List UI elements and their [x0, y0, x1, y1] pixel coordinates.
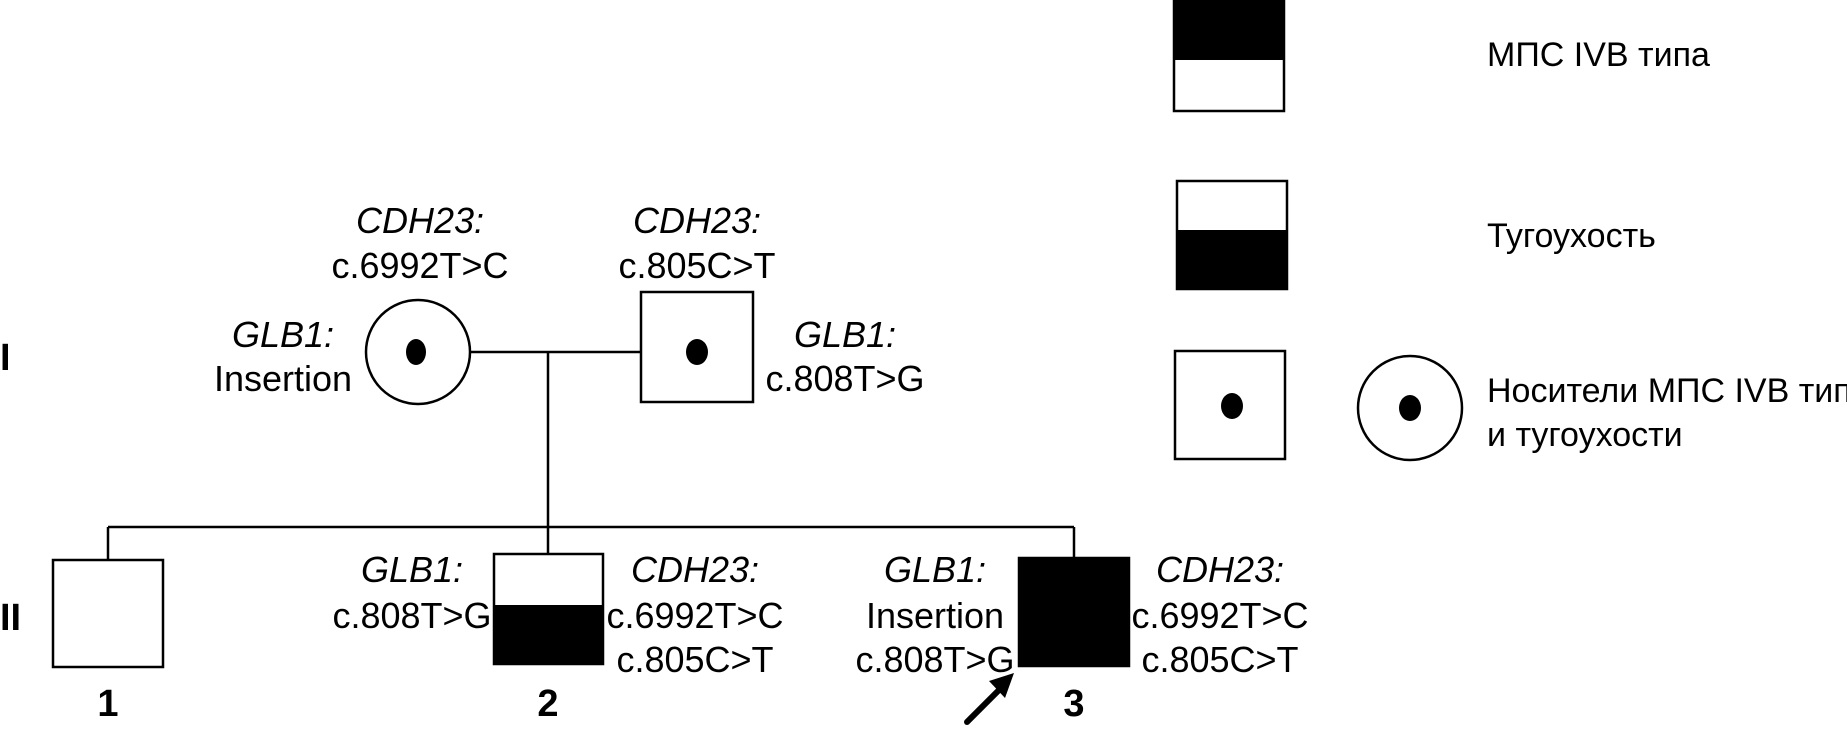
carrier-dot	[1221, 393, 1243, 419]
male-symbol	[51, 558, 165, 669]
carrier-dot	[686, 339, 708, 365]
father-gene1-label: CDH23:	[633, 200, 761, 241]
legend-hearing-loss-label: Тугоухость	[1487, 217, 1656, 255]
male-symbol	[639, 290, 755, 404]
individual-mother: CDH23: c.6992T>C GLB1: Insertion	[214, 200, 509, 406]
proband-arrow-icon	[964, 673, 1014, 725]
child3-glb1-variant-2: c.808T>G	[855, 639, 1014, 680]
mother-gene2-variant: Insertion	[214, 358, 352, 399]
father-gene2-label: GLB1:	[794, 314, 896, 355]
legend-mps-fill	[1174, 1, 1284, 60]
child3-cdh23-variant-1: c.6992T>C	[1131, 595, 1308, 636]
child1-number: 1	[97, 683, 118, 725]
legend-item-mps: МПС IVB типа	[1172, 0, 1710, 113]
child2-cdh23-variant-1: c.6992T>C	[606, 595, 783, 636]
pedigree-lines	[106, 350, 1076, 559]
child3-cdh23-variant-2: c.805C>T	[1141, 639, 1298, 680]
male-symbol-affected	[1017, 556, 1131, 668]
father-gene1-variant: c.805C>T	[618, 245, 775, 286]
child3-glb1-label: GLB1:	[884, 549, 986, 590]
generation-label-II: II	[0, 597, 21, 639]
child2-number: 2	[537, 683, 558, 725]
legend-item-carriers: Носители МПС IVB типа и тугоухости	[1173, 349, 1847, 462]
child2-cdh23-variant-2: c.805C>T	[616, 639, 773, 680]
individual-child-3: GLB1: Insertion c.808T>G CDH23: c.6992T>…	[855, 549, 1309, 725]
mother-gene1-label: CDH23:	[356, 200, 484, 241]
individual-father: CDH23: c.805C>T GLB1: c.808T>G	[618, 200, 925, 404]
child2-glb1-label: GLB1:	[361, 549, 463, 590]
carrier-dot	[406, 339, 426, 365]
legend-carriers-label-line2: и тугоухости	[1487, 416, 1683, 454]
legend-mps-label: МПС IVB типа	[1487, 36, 1710, 74]
child3-number: 3	[1063, 683, 1084, 725]
child3-cdh23-label: CDH23:	[1156, 549, 1284, 590]
legend: МПС IVB типа Тугоухость Носители МПС IVB…	[1172, 0, 1847, 462]
legend-carriers-label-line1: Носители МПС IVB типа	[1487, 372, 1847, 410]
legend-hearing-loss-fill	[1177, 230, 1287, 289]
mother-gene1-variant: c.6992T>C	[331, 245, 508, 286]
father-gene2-variant: c.808T>G	[765, 358, 924, 399]
mother-gene2-label: GLB1:	[232, 314, 334, 355]
child2-glb1-variant: c.808T>G	[332, 595, 491, 636]
carrier-dot	[1399, 395, 1421, 421]
individual-child-1: 1	[51, 558, 165, 725]
generation-label-I: I	[0, 337, 11, 379]
individual-child-2: GLB1: c.808T>G CDH23: c.6992T>C c.805C>T…	[332, 549, 783, 725]
legend-item-hearing-loss: Тугоухость	[1175, 179, 1656, 291]
hearing-loss-fill	[494, 605, 603, 664]
child3-glb1-variant-1: Insertion	[866, 595, 1004, 636]
child2-cdh23-label: CDH23:	[631, 549, 759, 590]
